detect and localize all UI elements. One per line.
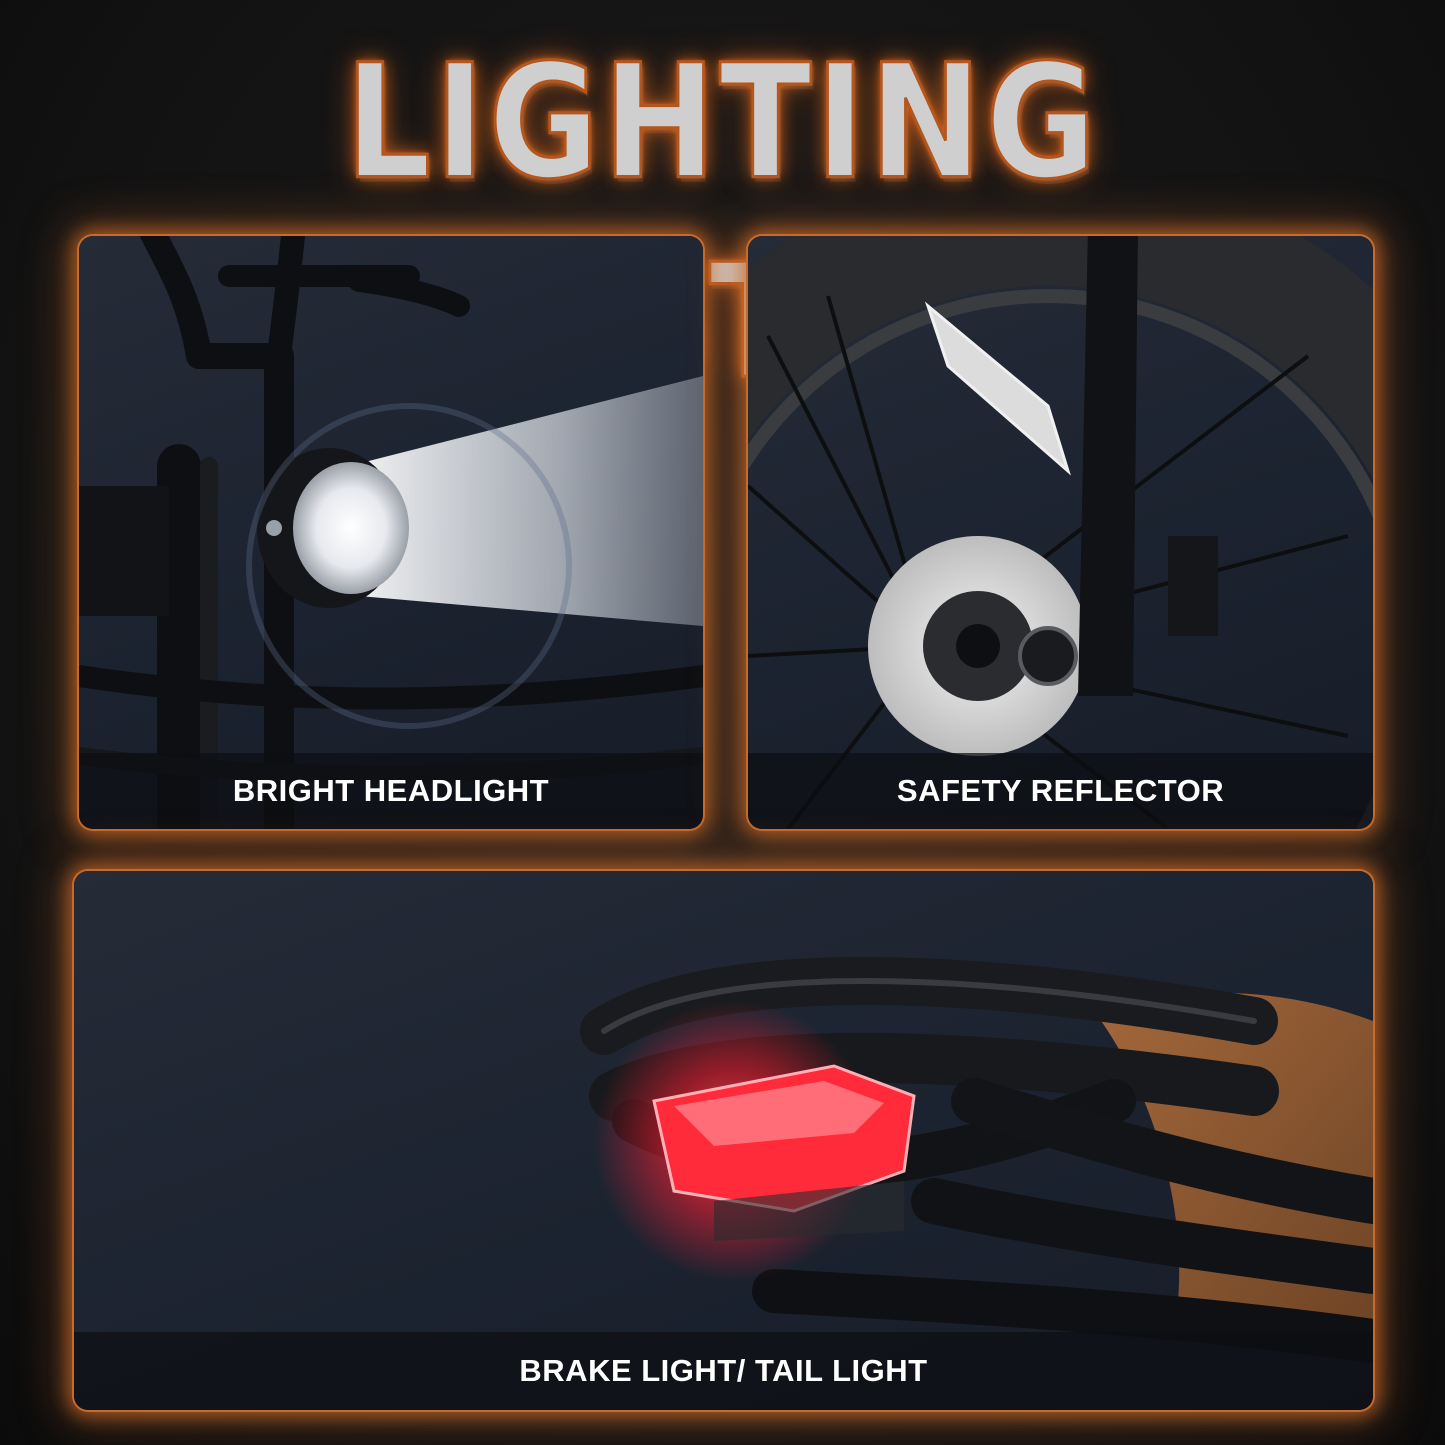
headlight-lamp-icon: [293, 462, 409, 594]
reflector-illustration: [748, 236, 1373, 829]
page-title: LIGHTING SYSTEM: [344, 30, 1100, 415]
caption-bar: [74, 1332, 1373, 1410]
caption-safety-reflector: SAFETY REFLECTOR: [896, 773, 1225, 808]
panel-safety-reflector: SAFETY REFLECTOR: [748, 236, 1373, 829]
headlight-beam-icon: [349, 376, 703, 626]
caption-bar: [79, 753, 703, 829]
panel-brake-tail-light: BRAKE LIGHT/ TAIL LIGHT: [74, 871, 1373, 1410]
panel-bright-headlight: BRIGHT HEADLIGHT: [79, 236, 703, 829]
caption-bar: [748, 753, 1373, 829]
reflector-strip-icon: [924, 301, 1071, 476]
tail-light-illustration: [580, 957, 1373, 1363]
headlight-illustration: [79, 236, 703, 829]
caption-bright-headlight: BRIGHT HEADLIGHT: [232, 773, 550, 808]
caption-brake-tail-light: BRAKE LIGHT/ TAIL LIGHT: [519, 1353, 928, 1388]
